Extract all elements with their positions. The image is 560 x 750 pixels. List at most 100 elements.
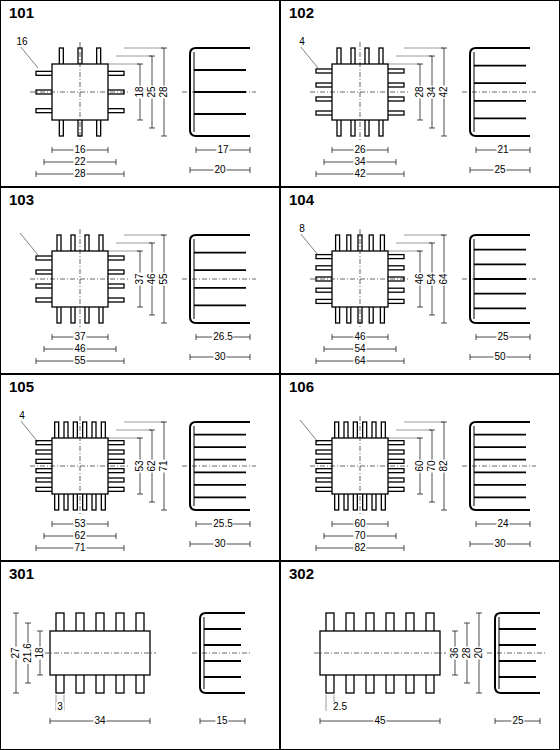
- dimension-value: 16: [73, 145, 86, 155]
- dimension-value: 37: [73, 332, 86, 342]
- drawing-stroke: [204, 660, 241, 662]
- fin-outline: [316, 478, 334, 482]
- fin-outline: [59, 48, 63, 66]
- dimension-value: 82: [439, 459, 449, 472]
- drawing-stroke: [108, 147, 109, 153]
- drawing-stroke: [194, 69, 246, 71]
- fin-outline: [71, 235, 75, 253]
- dimension-value: 17: [216, 145, 229, 155]
- drawing-stroke: [182, 92, 256, 93]
- fin-outline: [97, 118, 101, 136]
- drawing-stroke: [161, 323, 167, 324]
- fin-outline: [56, 613, 64, 633]
- fin-outline: [99, 305, 103, 323]
- fin-outline: [96, 673, 104, 693]
- fin-outline: [316, 97, 334, 101]
- drawing-stroke: [194, 471, 246, 473]
- drawing-stroke: [250, 167, 251, 173]
- drawing-stroke: [474, 100, 526, 102]
- drawing-stroke: [137, 494, 143, 495]
- dimension-value: 28: [462, 646, 472, 659]
- fin-outline: [386, 469, 404, 473]
- dimension-value: 62: [147, 459, 157, 472]
- dimension-value: 71: [159, 459, 169, 472]
- drawing-stroke: [194, 484, 246, 486]
- dimension-value: 30: [213, 352, 226, 362]
- drawing-stroke: [332, 521, 333, 527]
- dimension-value: 36: [450, 646, 460, 659]
- drawing-stroke: [124, 422, 164, 423]
- drawing-stroke: [25, 623, 31, 624]
- drawing-stroke: [530, 521, 531, 527]
- drawing-stroke: [36, 545, 37, 551]
- model-number: 302: [287, 565, 316, 582]
- drawing-stroke: [161, 136, 167, 137]
- drawing-stroke: [404, 545, 405, 551]
- drawing-stroke: [194, 252, 246, 254]
- fin-outline: [406, 613, 414, 633]
- fin-outline: [316, 288, 334, 292]
- drawing-stroke: [440, 718, 441, 724]
- drawing-stroke: [124, 171, 125, 177]
- fin-outline: [36, 459, 54, 463]
- dimension-value: 22: [73, 157, 86, 167]
- fin-outline: [381, 422, 385, 440]
- drawing-stroke: [250, 541, 251, 547]
- drawing-stroke: [250, 147, 251, 153]
- drawing-stroke: [37, 631, 43, 632]
- dimension-value: 70: [353, 531, 366, 541]
- dimension-value: 27: [11, 646, 21, 659]
- fin-outline: [92, 492, 96, 510]
- drawing-stroke: [137, 120, 143, 121]
- drawing-stroke: [332, 334, 333, 340]
- fin-outline: [83, 422, 87, 440]
- drawing-stroke: [417, 494, 423, 495]
- fin-outline: [36, 284, 54, 288]
- fin-outline: [426, 673, 434, 693]
- dimension-value: 54: [353, 344, 366, 354]
- dimension-value: 54: [427, 272, 437, 285]
- drawing-stroke: [429, 502, 435, 503]
- fin-outline: [106, 256, 124, 260]
- drawing-stroke: [300, 233, 318, 255]
- drawing-stroke: [194, 446, 246, 448]
- model-number: 301: [7, 565, 36, 582]
- fin-outline: [379, 48, 383, 66]
- drawing-stroke: [124, 48, 164, 49]
- fin-outline: [36, 71, 54, 75]
- dimension-value: 42: [439, 85, 449, 98]
- dimension-value: 46: [73, 344, 86, 354]
- drawing-stroke: [396, 533, 397, 539]
- fin-outline: [316, 459, 334, 463]
- drawing-stroke: [474, 434, 526, 436]
- fin-outline: [372, 422, 376, 440]
- fin-outline: [406, 673, 414, 693]
- fin-outline: [346, 613, 354, 633]
- drawing-stroke: [194, 269, 246, 271]
- model-number: 103: [7, 191, 36, 208]
- drawing-stroke: [474, 293, 526, 295]
- fin-outline: [316, 111, 334, 115]
- fin-outline: [386, 459, 404, 463]
- dimension-value: 34: [353, 157, 366, 167]
- fin-outline: [386, 111, 404, 115]
- drawing-stroke: [320, 718, 321, 724]
- dimension-value: 8: [298, 224, 306, 234]
- drawing-stroke: [124, 545, 125, 551]
- drawing-stroke: [44, 159, 45, 165]
- fin-outline: [106, 71, 124, 75]
- dimension-value: 55: [159, 272, 169, 285]
- fin-outline: [106, 487, 124, 491]
- fin-outline: [36, 298, 54, 302]
- drawing-stroke: [44, 346, 45, 352]
- drawing-stroke: [396, 56, 432, 57]
- drawing-stroke: [108, 64, 140, 65]
- fin-outline: [316, 83, 334, 87]
- drawing-stroke: [476, 147, 477, 153]
- drawing-stroke: [194, 304, 246, 306]
- fin-outline: [116, 613, 124, 633]
- dimension-value: 25.5: [212, 519, 233, 529]
- fin-outline: [56, 673, 64, 693]
- fin-outline: [351, 118, 355, 136]
- fin-outline: [71, 305, 75, 323]
